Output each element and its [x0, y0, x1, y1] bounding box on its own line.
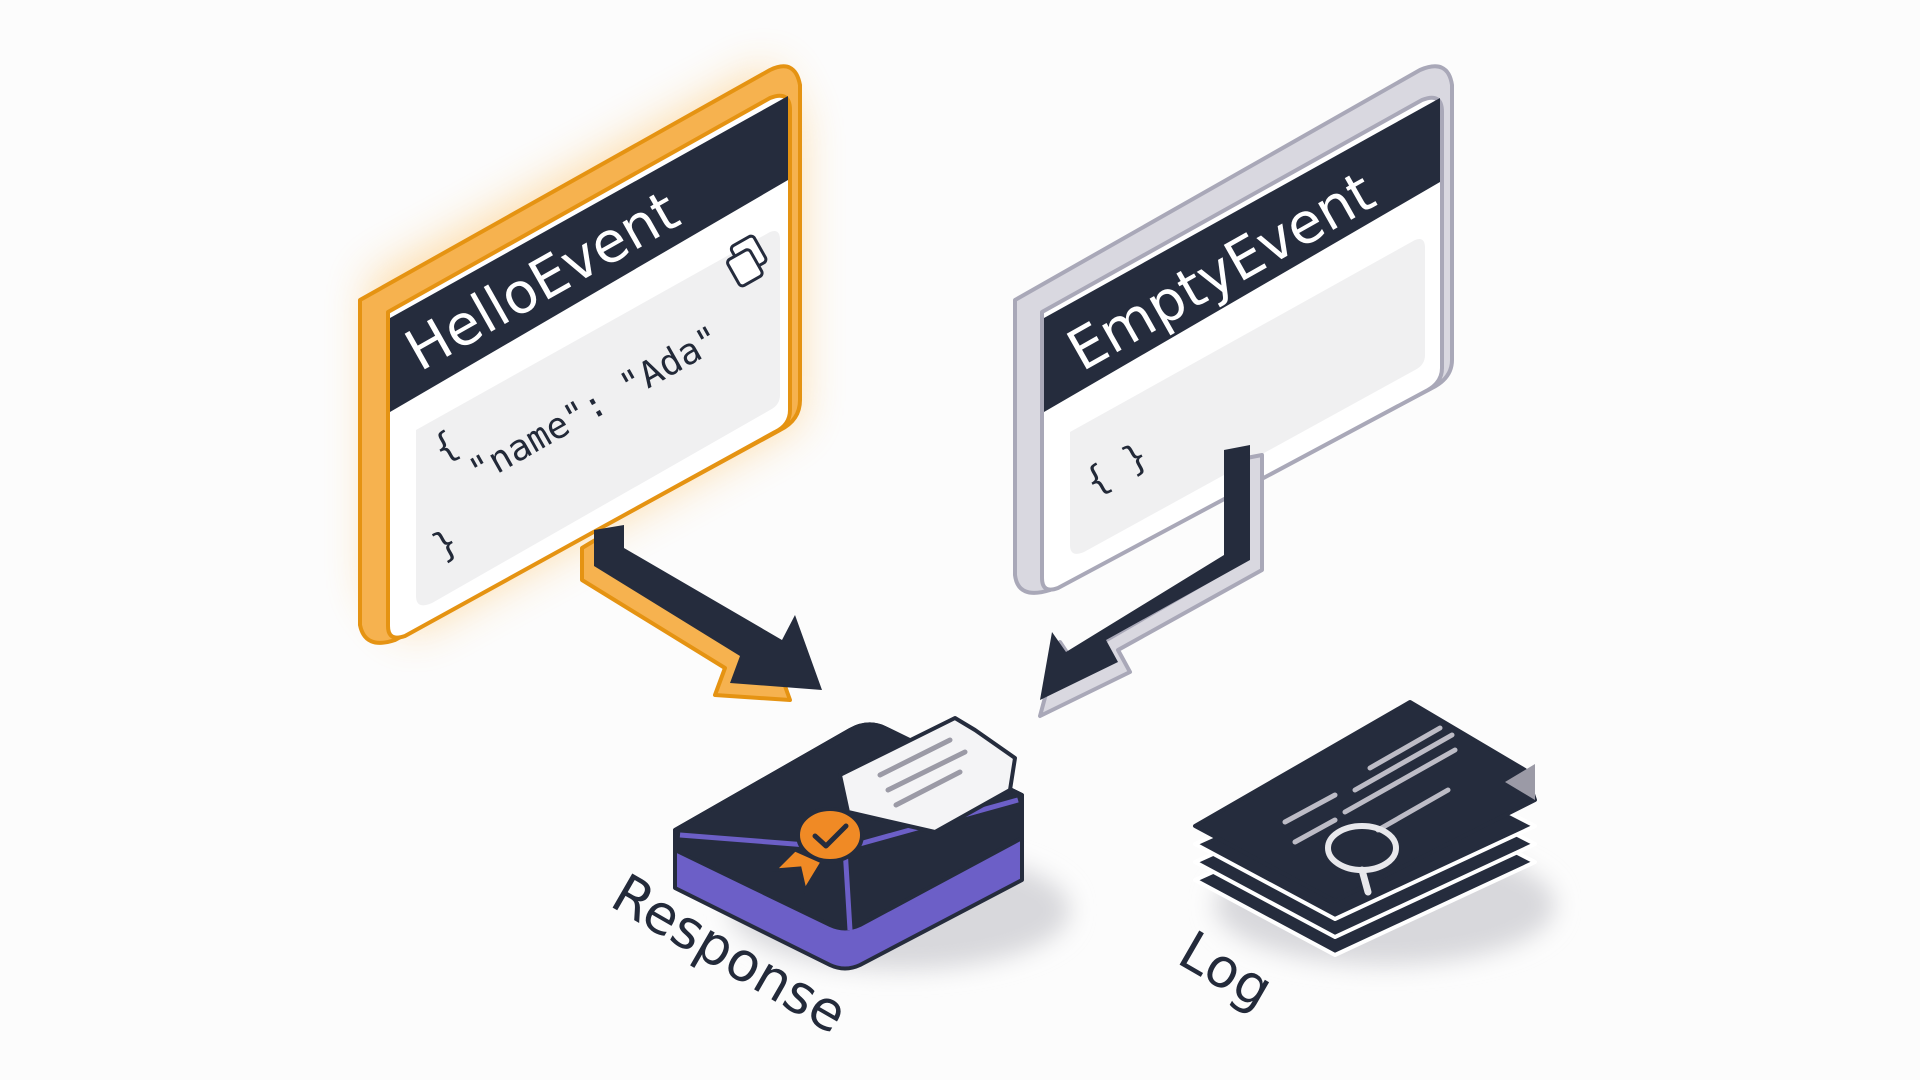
empty-event-code-area: [1070, 239, 1425, 554]
log-document-lines: [1282, 725, 1458, 845]
envelope-letter: [838, 716, 1017, 834]
log-document-corner: [1505, 764, 1535, 800]
envelope-letter-lines: [877, 737, 968, 808]
search-icon: [1325, 823, 1399, 896]
hello-to-response-arrow: [580, 525, 822, 702]
empty-to-response-arrow: [1038, 445, 1264, 718]
hello-event-code-area: [416, 231, 780, 606]
hello-event-card[interactable]: HelloEvent { "name": "Ada" }: [358, 64, 802, 645]
copy-icon[interactable]: [721, 234, 772, 288]
response-target[interactable]: [673, 716, 1070, 971]
empty-event-title-bar: [1044, 98, 1440, 412]
log-target[interactable]: [1193, 700, 1555, 965]
hello-event-title-bar: [390, 96, 788, 412]
seal-badge-icon: [771, 807, 864, 894]
